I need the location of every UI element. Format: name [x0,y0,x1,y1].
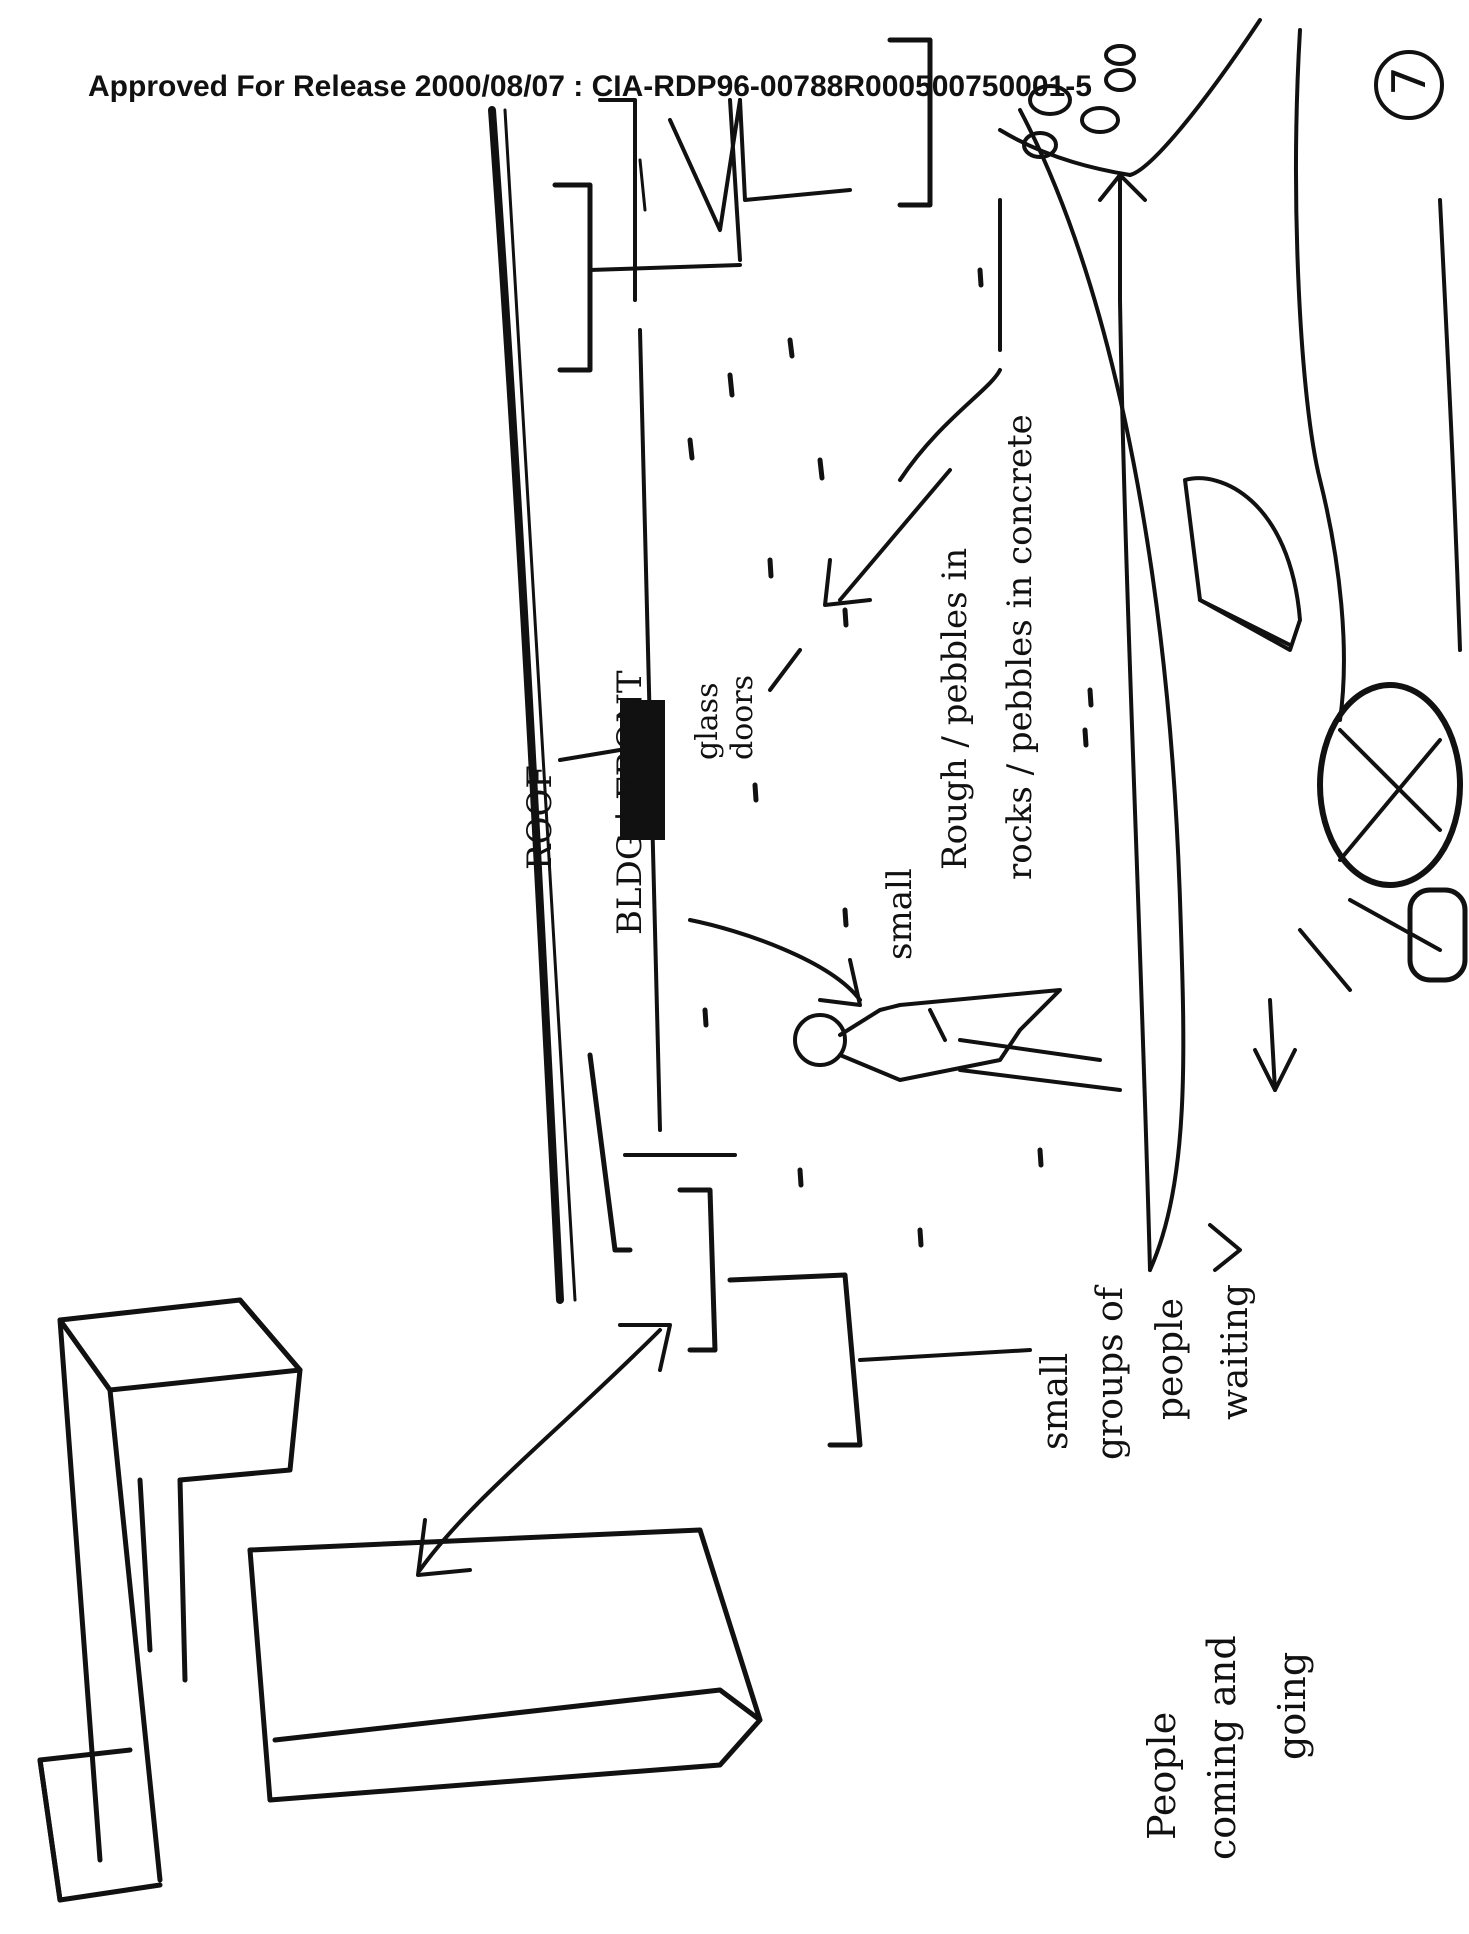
small-groups-label-1: small [1035,1353,1076,1450]
person-figure [795,990,1120,1090]
arch-structure [40,1300,760,1900]
roof-lines [492,110,575,1300]
car-outline [1185,30,1465,990]
small-label: small [880,868,920,960]
people-coming-label-2: coming and [1200,1635,1244,1860]
bldg-front-label: BLDG | FRONT [610,670,650,935]
roof-label: ROOF [520,765,560,870]
pebble-marks [690,46,1134,1245]
rocks-concrete-label: rocks / pebbles in concrete [1000,414,1040,880]
glass-label: glass [690,683,725,760]
small-groups-label-4: waiting [1215,1284,1256,1420]
entry-doors [590,1055,1030,1445]
small-groups-label-2: groups of [1090,1287,1131,1460]
small-groups-label-3: people [1150,1298,1191,1420]
people-coming-label-3: going [1270,1652,1314,1760]
rough-pebbles-label: Rough / pebbles in [935,548,975,870]
people-coming-label-1: People [1140,1712,1184,1840]
doors-label: doors [725,675,760,760]
building-front [555,40,930,1130]
